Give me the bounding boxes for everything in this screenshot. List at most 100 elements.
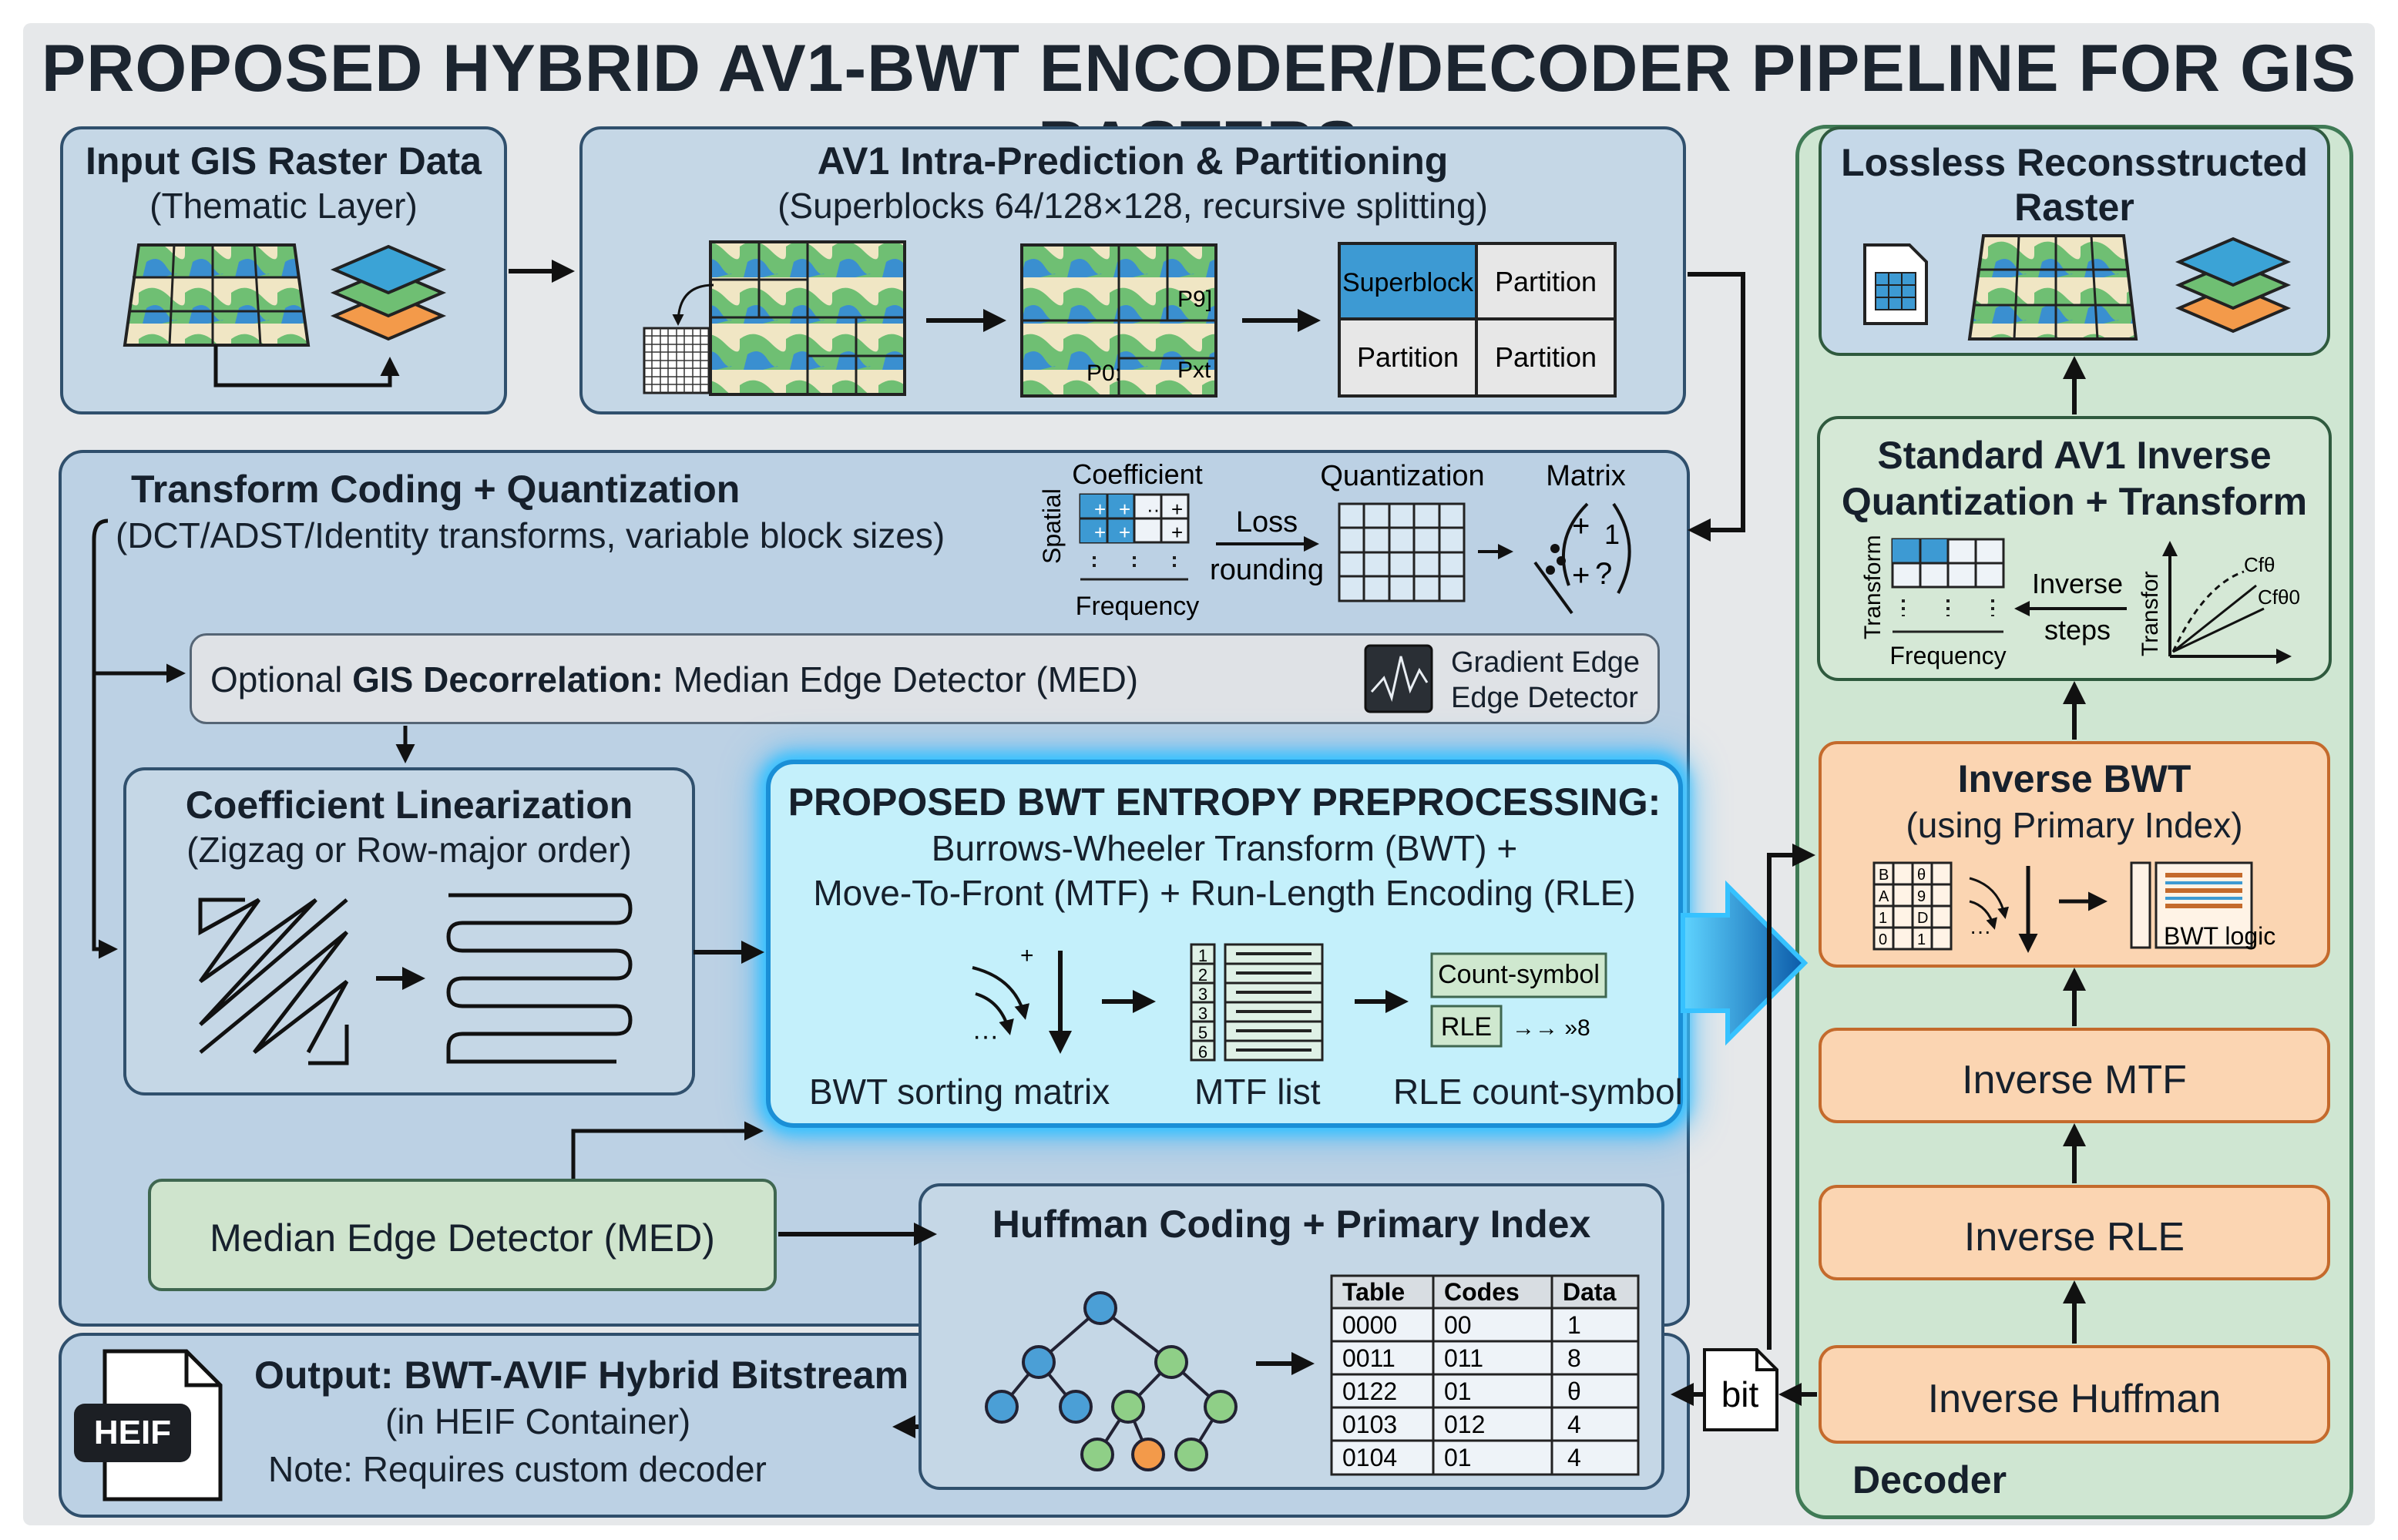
heif-file-icon: [74, 1349, 223, 1501]
med-label: Median Edge Detector (MED): [210, 1216, 715, 1260]
matrix-label: Matrix: [1546, 460, 1625, 492]
bwt-sorting-icon: + ···: [972, 943, 1072, 1054]
svg-text:+: +: [1171, 521, 1183, 544]
row-major-scan-icon: [446, 893, 633, 1064]
table-cell: 1: [1567, 1311, 1581, 1339]
gradient-edge-label: Gradient Edge: [1451, 646, 1641, 679]
av1-title: AV1 Intra-Prediction & Partitioning: [817, 139, 1449, 183]
transform-title: Transform Coding + Quantization: [131, 468, 741, 511]
matrix-char: 9: [1917, 888, 1926, 905]
table-header: Data: [1563, 1278, 1617, 1306]
table-cell: 012: [1444, 1411, 1485, 1438]
table-cell: 01: [1444, 1377, 1472, 1405]
superblock-map-icon: [643, 240, 906, 396]
inverse-huffman-label: Inverse Huffman: [1927, 1377, 2222, 1421]
inverse-quant-box: Standard AV1 Inverse Quantization + Tran…: [1817, 416, 2332, 681]
mtf-number: 5: [1198, 1023, 1207, 1042]
partition-grid: [1338, 242, 1617, 398]
quantization-grid: [1338, 502, 1466, 602]
matrix-char: 0: [1879, 931, 1887, 948]
input-subtitle: (Thematic Layer): [149, 186, 418, 226]
bwt-title: PROPOSED BWT ENTROPY PREPROCESSING:: [788, 780, 1661, 824]
coefficient-grid: ++ ++ ··+ +: [1079, 493, 1190, 581]
rle-badge: [1430, 1005, 1503, 1048]
decoder-label: Decoder: [1852, 1458, 2007, 1501]
linearization-subtitle: (Zigzag or Row-major order): [186, 830, 632, 870]
svg-text:+: +: [1094, 521, 1106, 544]
matrix-char: D: [1917, 910, 1928, 927]
matrix-char: 1: [1917, 931, 1926, 948]
iq-axis-plot: [2162, 541, 2292, 664]
iq-frequency-label: Frequency: [1889, 642, 2006, 669]
mtf-number: 3: [1198, 985, 1207, 1004]
inverse-mtf-box: Inverse MTF: [1819, 1028, 2330, 1123]
inverse-bwt-subtitle: (using Primary Index): [1906, 805, 2243, 845]
med-box: Median Edge Detector (MED): [148, 1179, 777, 1291]
table-cell: 01: [1444, 1444, 1472, 1471]
inverse-huffman-box: Inverse Huffman: [1819, 1345, 2330, 1444]
table-header: Codes: [1444, 1278, 1520, 1306]
output-subtitle: (in HEIF Container): [385, 1401, 691, 1441]
svg-text:+: +: [1119, 498, 1130, 521]
grid-partition-1: Partition: [1495, 266, 1597, 297]
matrix-char: A: [1879, 888, 1889, 905]
bit-label: bit: [1721, 1374, 1759, 1414]
svg-text:+: +: [1094, 498, 1106, 521]
table-cell: θ: [1567, 1377, 1581, 1405]
grid-superblock: Superblock: [1342, 268, 1474, 297]
map-label-pxt: Pxt: [1177, 357, 1211, 383]
coefficient-label: Coefficient: [1072, 458, 1202, 490]
page-title: PROPOSED HYBRID AV1-BWT ENCODER/DECODER …: [41, 32, 2357, 182]
table-cell: 0104: [1342, 1444, 1397, 1471]
matrix-char: 1: [1879, 910, 1887, 927]
inv-bwt-matrix-text: B θ A 9 1 D 0 1: [1879, 867, 1928, 948]
reconstructed-layers-icon: [2175, 237, 2292, 334]
bwt-line2: Move-To-Front (MTF) + Run-Length Encodin…: [813, 873, 1636, 913]
partition-map-icon: [1020, 243, 1217, 398]
huffman-tree-icon: [985, 1291, 1238, 1471]
rle-output: →→ »8: [1512, 1015, 1590, 1041]
svg-text:+: +: [1171, 498, 1183, 521]
bwt-caption-sorting: BWT sorting matrix: [809, 1072, 1110, 1112]
linearization-title: Coefficient Linearization: [185, 783, 633, 827]
inverse-quant-title-line2: Quantization + Transform: [1841, 480, 2308, 523]
spatial-label: Spatial: [1038, 488, 1066, 564]
count-symbol-badge: [1430, 952, 1607, 998]
output-note: Note: Requires custom decoder: [268, 1449, 767, 1489]
mtf-number: 6: [1198, 1042, 1207, 1062]
mtf-numbers: 1 2 3 3 5 6: [1198, 946, 1207, 1062]
inverse-bwt-title: Inverse BWT: [1957, 757, 2191, 800]
zigzag-scan-icon: [198, 897, 349, 1065]
input-map-icon: [123, 243, 311, 347]
grid-partition-3: Partition: [1495, 341, 1597, 373]
map-label-p9: P9]: [1177, 287, 1212, 312]
svg-text:+: +: [1020, 943, 1034, 968]
svg-text:···: ···: [1970, 919, 1991, 943]
rounding-label: rounding: [1210, 554, 1324, 586]
inverse-mtf-label: Inverse MTF: [1962, 1058, 2187, 1102]
huffman-title: Huffman Coding + Primary Index: [992, 1203, 1591, 1246]
svg-text:··: ··: [1147, 498, 1160, 521]
iq-coefficient-grid: [1891, 538, 2005, 633]
rle-label: RLE: [1441, 1012, 1492, 1042]
inverse-quant-title-line1: Standard AV1 Inverse: [1877, 434, 2272, 477]
decorrelation-label: Optional GIS Decorrelation: Median Edge …: [210, 659, 1139, 700]
spreadsheet-doc-icon: [1863, 243, 1928, 325]
bwt-caption-rle: RLE count-symbol: [1393, 1072, 1683, 1112]
table-cell: 0011: [1342, 1344, 1395, 1372]
iq-cf2-label: Cfθ0: [2258, 585, 2300, 609]
mtf-list-icon: [1190, 943, 1324, 1062]
table-cell: 0000: [1342, 1311, 1397, 1339]
inverse-rle-box: Inverse RLE: [1819, 1185, 2330, 1280]
loss-label: Loss: [1236, 506, 1298, 538]
inv-bwt-matrix: [1872, 861, 1953, 951]
input-title: Input GIS Raster Data: [86, 139, 482, 183]
reconstructed-map-icon: [1967, 234, 2138, 341]
matrix-char: B: [1879, 867, 1889, 884]
huffman-table: [1330, 1274, 1640, 1476]
inverse-rle-label: Inverse RLE: [1963, 1215, 2185, 1260]
iq-transform-label: Transform: [1860, 535, 1886, 639]
linearization-box: Coefficient Linearization (Zigzag or Row…: [123, 767, 695, 1095]
iq-transfor-label: Transfor: [2138, 571, 2163, 656]
